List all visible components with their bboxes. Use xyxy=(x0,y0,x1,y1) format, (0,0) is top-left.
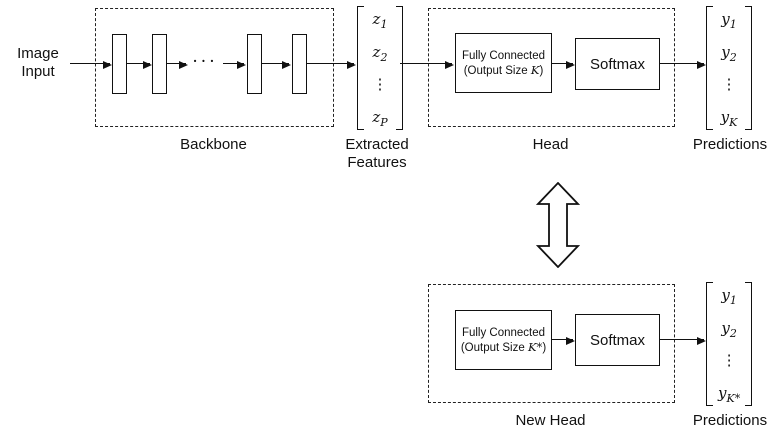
vector-ellipsis: ⋮ xyxy=(721,75,737,94)
predictions-label-top: Predictions xyxy=(692,136,768,153)
vector-entry: y1 xyxy=(721,286,737,307)
new-head-label: New Head xyxy=(515,412,586,429)
backbone-ellipsis: ··· xyxy=(192,52,218,72)
backbone-layer-3 xyxy=(247,34,262,94)
bracket-right-icon xyxy=(396,6,403,130)
arrow-backbone-to-features xyxy=(307,60,356,69)
predictions-vector-bottom: y1 y2 ⋮ yK* xyxy=(706,282,753,406)
arrow-fc-to-softmax-top xyxy=(552,60,575,69)
arrow-newhead-to-predictions xyxy=(660,336,706,345)
image-input-line2: Input xyxy=(21,63,55,80)
fully-connected-box-top: Fully Connected (Output Size K) xyxy=(455,33,552,93)
vector-ellipsis: ⋮ xyxy=(721,351,737,370)
arrow-input-to-backbone xyxy=(70,60,112,69)
backbone-layer-4 xyxy=(292,34,307,94)
vector-entry: yK* xyxy=(718,383,741,405)
vector-ellipsis: ⋮ xyxy=(372,75,388,94)
vector-entry: z1 xyxy=(372,10,388,31)
softmax-box-top: Softmax xyxy=(575,38,660,90)
predictions-vector-top: y1 y2 ⋮ yK xyxy=(706,6,752,130)
bracket-left-icon xyxy=(706,282,713,406)
features-vector: z1 z2 ⋮ zP xyxy=(357,6,403,130)
arrow-features-to-head xyxy=(400,60,454,69)
features-vector-body: z1 z2 ⋮ zP xyxy=(364,6,396,130)
features-label: Extracted Features xyxy=(345,136,409,171)
bracket-right-icon xyxy=(745,6,752,130)
head-label: Head xyxy=(532,136,569,153)
new-head-box xyxy=(428,284,675,403)
backbone-layer-1 xyxy=(112,34,127,94)
predictions-label-bottom: Predictions xyxy=(692,412,768,429)
vector-entry: z2 xyxy=(372,42,388,64)
fully-connected-box-bottom: Fully Connected (Output Size K*) xyxy=(455,310,552,370)
image-input-label: Image Input xyxy=(6,45,70,81)
head-box xyxy=(428,8,675,127)
vector-entry: zP xyxy=(372,107,388,129)
vector-entry: y1 xyxy=(721,10,737,31)
bracket-left-icon xyxy=(357,6,364,130)
arrow-layer3-to-layer4 xyxy=(262,60,291,69)
arrow-fc-to-softmax-bottom xyxy=(552,336,575,345)
vector-entry: y2 xyxy=(721,42,737,64)
vector-entry: y2 xyxy=(721,318,737,340)
arrow-head-to-predictions xyxy=(660,60,706,69)
arrow-dots-to-layer3 xyxy=(223,60,246,69)
bracket-right-icon xyxy=(745,282,753,406)
backbone-box xyxy=(95,8,334,127)
arrow-layer2-to-dots xyxy=(167,60,188,69)
image-input-line1: Image xyxy=(17,45,59,62)
arrow-layer1-to-layer2 xyxy=(127,60,152,69)
softmax-box-bottom: Softmax xyxy=(575,314,660,366)
backbone-label: Backbone xyxy=(180,136,247,153)
double-arrow-icon xyxy=(536,182,580,268)
backbone-layer-2 xyxy=(152,34,167,94)
vector-entry: yK xyxy=(720,107,738,129)
bracket-left-icon xyxy=(706,6,713,130)
